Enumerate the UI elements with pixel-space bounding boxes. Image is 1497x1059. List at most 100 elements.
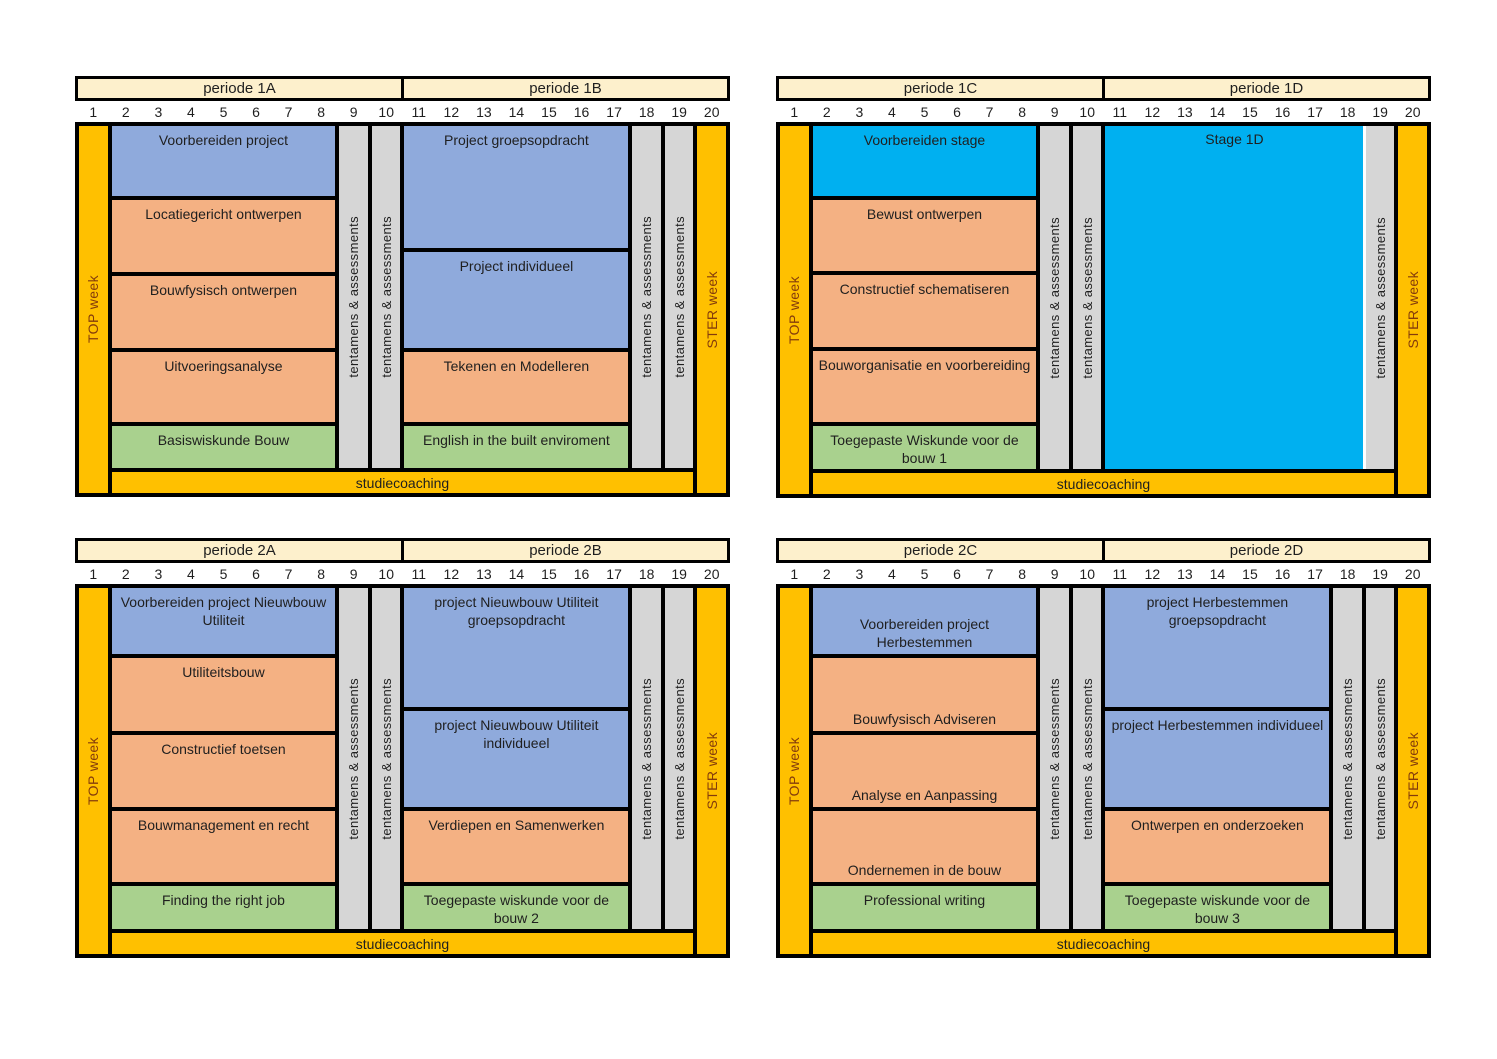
tentamens-column: tentamens & assessments <box>339 126 368 468</box>
tentamens-column: tentamens & assessments <box>1072 126 1102 469</box>
week-number: 12 <box>443 565 460 582</box>
tentamens-label: tentamens & assessments <box>378 216 394 378</box>
course-toegepaste-wiskunde-2: Toegepaste wiskunde voor de bouw 2 <box>404 886 629 929</box>
course-bouworganisatie-voorbereiding: Bouworganisatie en voorbereiding <box>812 351 1037 422</box>
week-number: 3 <box>154 565 163 582</box>
week-number: 6 <box>252 103 260 120</box>
ster-week-label: STER week <box>703 732 720 810</box>
schedule-grid-1cd: TOP week Voorbereiden stage Bewust ontwe… <box>776 122 1431 498</box>
period-header-1d: periode 1D <box>1105 79 1428 98</box>
course-locatiegericht-ontwerpen: Locatiegericht ontwerpen <box>111 200 336 272</box>
week-number: 18 <box>1339 103 1356 120</box>
week-number: 13 <box>1177 565 1193 582</box>
period-header-1a: periode 1A <box>78 79 401 98</box>
top-week-column: TOP week <box>780 126 809 494</box>
week-number: 16 <box>573 103 590 120</box>
week-number: 2 <box>121 565 130 582</box>
course-toegepaste-wiskunde-1: Toegepaste Wiskunde voor de bouw 1 <box>812 426 1037 469</box>
top-week-label: TOP week <box>786 736 803 806</box>
course-finding-the-right-job: Finding the right job <box>111 886 336 929</box>
course-herbestemmen-individueel: project Herbestemmen individueel <box>1105 711 1330 807</box>
ster-week-column: STER week <box>697 126 726 493</box>
week-number: 20 <box>703 565 720 582</box>
week-number: 19 <box>1372 565 1388 582</box>
ster-week-column: STER week <box>1398 126 1427 494</box>
week-number: 16 <box>1274 103 1291 120</box>
course-toegepaste-wiskunde-3: Toegepaste wiskunde voor de bouw 3 <box>1105 886 1330 929</box>
week-number: 8 <box>1018 565 1027 582</box>
week-number: 3 <box>154 103 163 120</box>
tentamens-column: tentamens & assessments <box>1040 126 1069 469</box>
course-ondernemen-in-de-bouw: Ondernemen in de bouw <box>812 811 1037 882</box>
course-bouwmanagement-en-recht: Bouwmanagement en recht <box>111 811 336 882</box>
week-number: 10 <box>378 565 394 582</box>
course-voorbereiden-stage: Voorbereiden stage <box>812 126 1037 196</box>
tentamens-label: tentamens & assessments <box>639 216 655 378</box>
tentamens-label: tentamens & assessments <box>1372 677 1388 840</box>
week-number: 15 <box>1242 103 1258 120</box>
period-header-row: periode 2A periode 2B <box>75 538 730 563</box>
top-week-label: TOP week <box>85 736 102 806</box>
week-number: 11 <box>411 103 427 120</box>
period-header-2b: periode 2B <box>404 541 727 560</box>
schedule-grid-1ab: TOP week Voorbereiden project Locatieger… <box>75 122 730 497</box>
course-constructief-schematiseren: Constructief schematiseren <box>812 275 1037 347</box>
top-week-label: TOP week <box>786 275 803 345</box>
tentamens-label: tentamens & assessments <box>378 677 394 840</box>
week-number: 2 <box>121 103 130 120</box>
week-number: 15 <box>1242 565 1258 582</box>
week-number: 1 <box>790 103 799 120</box>
week-number: 14 <box>1209 103 1226 120</box>
week-number: 7 <box>284 103 293 120</box>
tentamens-label: tentamens & assessments <box>1047 677 1063 840</box>
week-number: 5 <box>219 103 228 120</box>
week-number: 20 <box>1404 103 1421 120</box>
week-number: 1 <box>790 565 799 582</box>
tentamens-column: tentamens & assessments <box>1072 588 1102 929</box>
week-number: 16 <box>1274 565 1291 582</box>
week-number: 12 <box>1144 565 1161 582</box>
course-constructief-toetsen: Constructief toetsen <box>111 735 336 807</box>
tentamens-column: tentamens & assessments <box>632 126 661 468</box>
studiecoaching-bar: studiecoaching <box>812 933 1395 954</box>
stage-1d-region: Stage 1D tentamens & assessments <box>1105 126 1395 469</box>
tentamens-label: tentamens & assessments <box>671 677 687 840</box>
course-bewust-ontwerpen: Bewust ontwerpen <box>812 200 1037 271</box>
week-number: 15 <box>541 565 557 582</box>
tentamens-column: tentamens & assessments <box>1366 126 1395 469</box>
period-header-row: periode 1A periode 1B <box>75 76 730 101</box>
week-number: 10 <box>378 103 394 120</box>
period-header-row: periode 1C periode 1D <box>776 76 1431 101</box>
tentamens-label: tentamens & assessments <box>346 677 362 840</box>
ster-week-label: STER week <box>1404 732 1421 810</box>
tentamens-column: tentamens & assessments <box>1333 588 1362 929</box>
course-voorbereiden-herbestemmen: Voorbereiden project Herbestemmen <box>812 588 1037 654</box>
tentamens-label: tentamens & assessments <box>346 216 362 378</box>
week-number: 7 <box>985 565 994 582</box>
course-nieuwbouw-groepsopdracht: project Nieuwbouw Utiliteit groepsopdrac… <box>404 588 629 707</box>
tentamens-label: tentamens & assessments <box>1372 216 1388 379</box>
course-stage-1d: Stage 1D <box>1105 126 1364 469</box>
course-english-built-enviroment: English in the built enviroment <box>404 426 629 468</box>
week-number: 4 <box>888 565 896 582</box>
tentamens-column: tentamens & assessments <box>632 588 661 929</box>
week-number: 17 <box>606 103 622 120</box>
week-number: 14 <box>508 103 525 120</box>
week-number: 19 <box>1372 103 1388 120</box>
week-number: 9 <box>349 103 358 120</box>
top-week-column: TOP week <box>79 588 108 954</box>
studiecoaching-bar: studiecoaching <box>111 472 694 493</box>
schedule-grid-2ab: TOP week Voorbereiden project Nieuwbouw … <box>75 584 730 958</box>
week-number: 18 <box>638 103 655 120</box>
week-number: 10 <box>1079 565 1095 582</box>
week-number: 11 <box>1112 565 1128 582</box>
week-number: 3 <box>855 565 864 582</box>
course-professional-writing: Professional writing <box>812 886 1037 929</box>
tentamens-column: tentamens & assessments <box>339 588 368 929</box>
week-number: 17 <box>1307 103 1323 120</box>
course-tekenen-en-modelleren: Tekenen en Modelleren <box>404 352 629 422</box>
